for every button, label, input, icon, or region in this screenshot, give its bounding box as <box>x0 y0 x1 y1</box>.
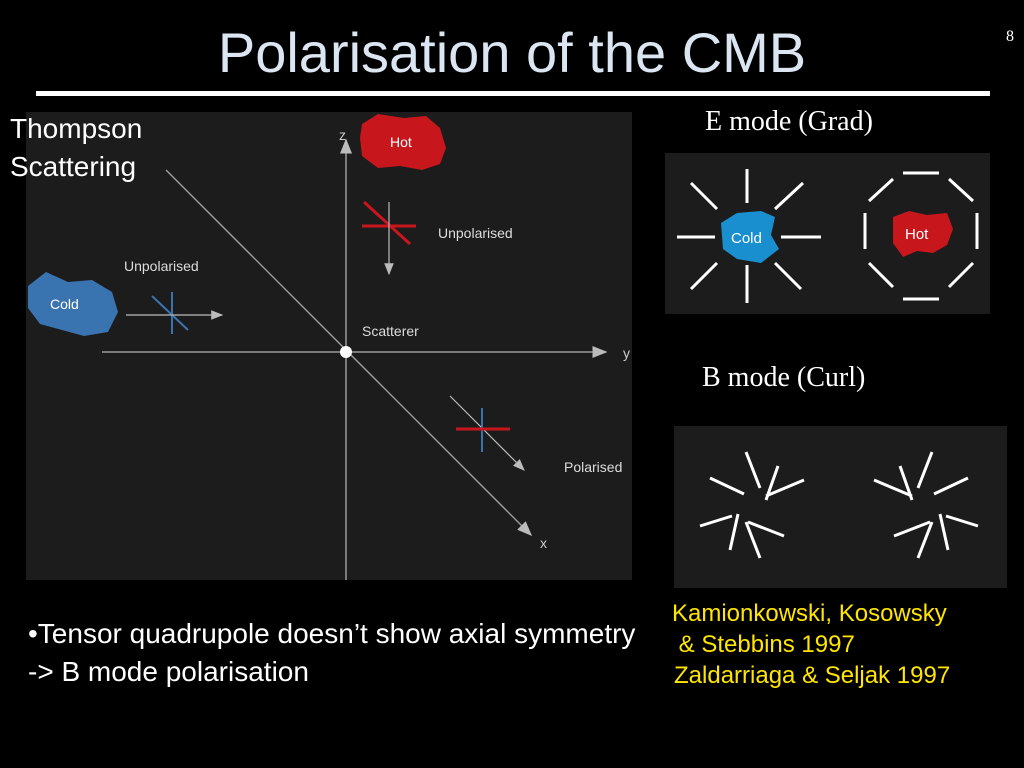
bullet-point: •Tensor quadrupole doesn’t show axial sy… <box>28 618 636 687</box>
e-cold-region <box>721 211 779 263</box>
thompson-line-2: Scattering <box>10 151 137 182</box>
e-mode-radial-pattern <box>677 169 821 303</box>
scatterer-point <box>340 346 352 358</box>
page-number: 8 <box>1006 28 1014 45</box>
e-mode-svg: Cold Hot <box>677 169 979 303</box>
cold-region <box>28 272 118 336</box>
thompson-scattering-label: Thompson Scattering <box>10 110 142 186</box>
scatterer-label: Scatterer <box>362 323 419 339</box>
slide-title: Polarisation of the CMB <box>217 21 807 84</box>
e-hot-region <box>893 211 953 257</box>
thompson-line-1: Thompson <box>10 113 143 144</box>
b-mode-svg <box>699 451 979 559</box>
references: Kamionkowski, Kosowsky & Stebbins 1997 Z… <box>672 598 950 691</box>
b-mode-curl-right <box>873 451 979 559</box>
title-underline <box>36 91 990 96</box>
e-mode-tangential-pattern <box>863 171 979 301</box>
b-mode-label: B mode (Curl) <box>702 362 866 393</box>
axis-y-label: y <box>623 345 630 361</box>
reference-line-3: Zaldarriaga & Seljak 1997 <box>674 662 951 689</box>
e-mode-panel: Cold Hot <box>665 153 990 314</box>
reference-line-1: Kamionkowski, Kosowsky <box>672 600 947 627</box>
axis-z-label: z <box>339 127 346 143</box>
e-cold-label: Cold <box>731 230 762 247</box>
cold-label: Cold <box>50 296 79 312</box>
e-mode-label: E mode (Grad) <box>705 106 873 137</box>
e-hot-label: Hot <box>905 226 929 243</box>
scattering-svg: z y x Hot Unpolarised Cold Unpolarised S… <box>28 114 630 580</box>
reference-line-2: & Stebbins 1997 <box>672 631 855 658</box>
polarised-label: Polarised <box>564 459 622 475</box>
unpolarised-left-label: Unpolarised <box>124 258 199 274</box>
b-mode-curl-left <box>699 451 805 559</box>
hot-region <box>360 114 446 170</box>
b-mode-panel <box>674 426 1007 588</box>
thompson-scattering-diagram: z y x Hot Unpolarised Cold Unpolarised S… <box>26 112 632 580</box>
hot-label: Hot <box>390 134 412 150</box>
axis-x-label: x <box>540 535 547 551</box>
unpolarised-top-label: Unpolarised <box>438 225 513 241</box>
